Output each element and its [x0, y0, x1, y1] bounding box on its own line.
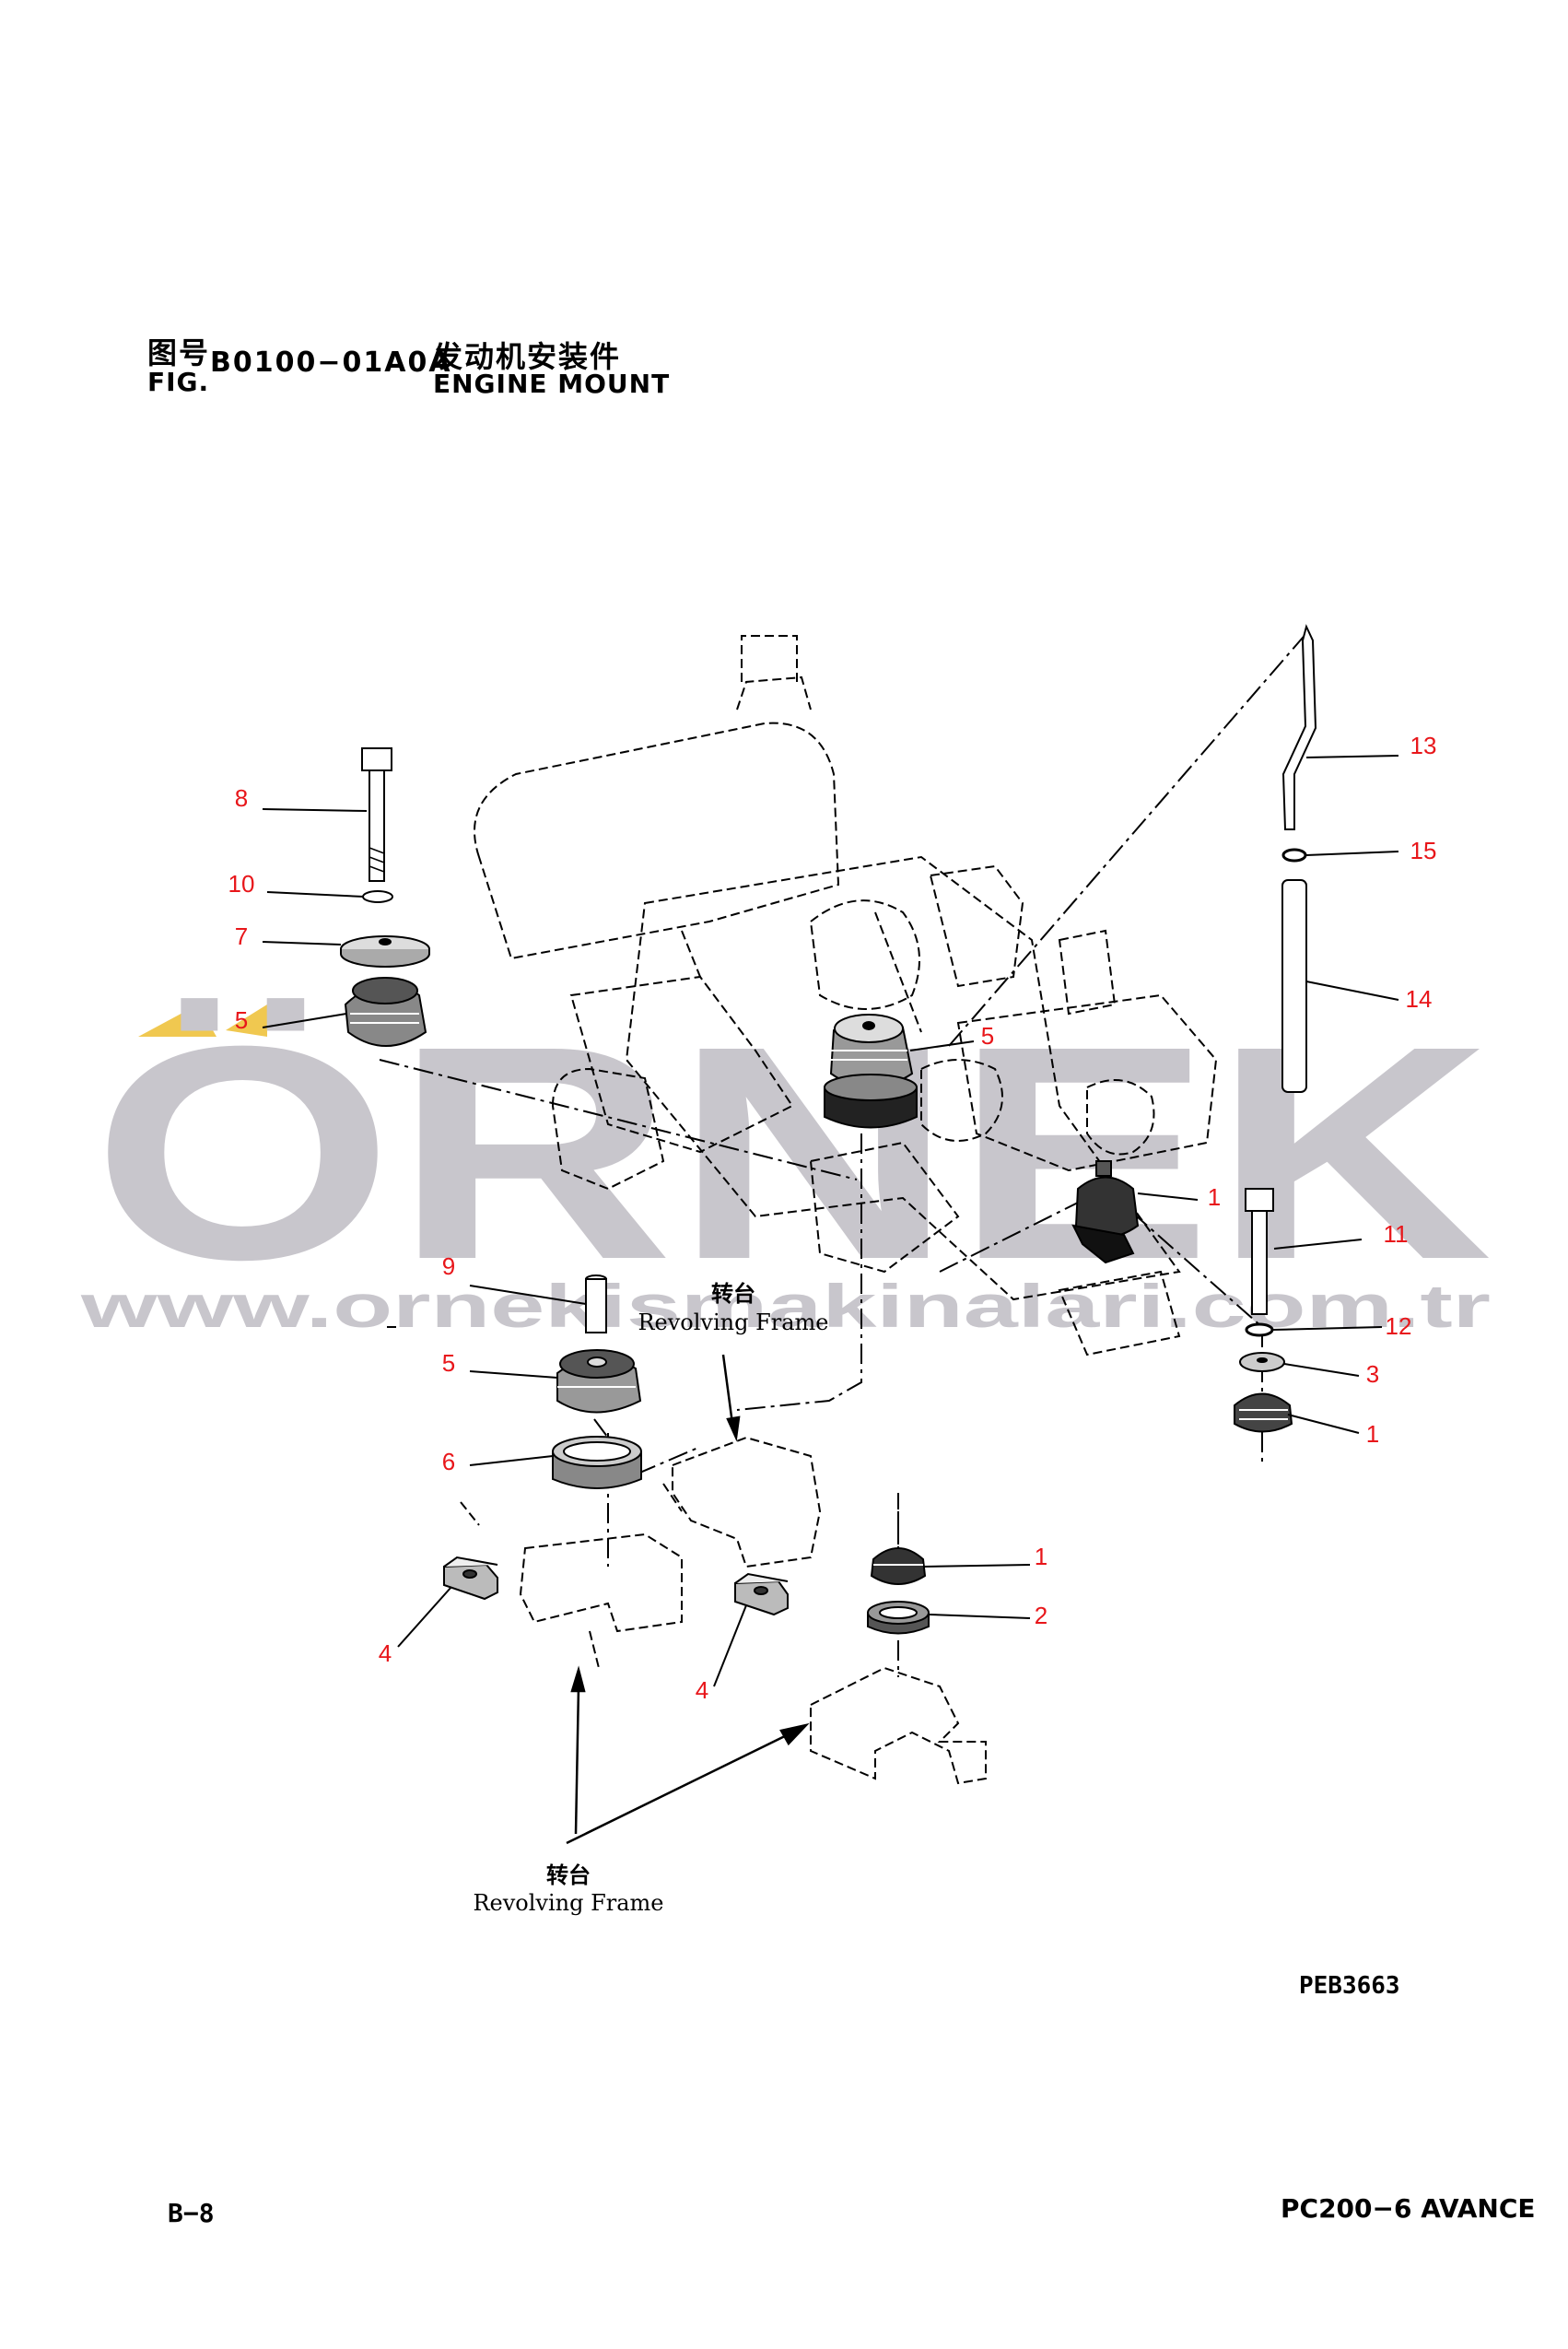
figure-label-en: FIG.: [147, 367, 210, 397]
stopper-part-4-right: [734, 1572, 789, 1616]
callout-12: 12: [1386, 1312, 1412, 1340]
callout-1-upper: 1: [1208, 1183, 1221, 1211]
washer-part-12: [1245, 1322, 1274, 1337]
callout-11: 11: [1384, 1220, 1409, 1248]
rubber-mount-part-5-left: [344, 977, 427, 1047]
callout-4-left: 4: [379, 1639, 392, 1667]
callout-1-right: 1: [1366, 1420, 1379, 1448]
cup-part-6: [552, 1436, 642, 1489]
frame-label-cn-upper: 转台: [711, 1280, 755, 1307]
callout-14: 14: [1406, 985, 1433, 1013]
callout-6: 6: [442, 1448, 455, 1475]
callout-10: 10: [228, 870, 255, 898]
callout-5-left: 5: [235, 1006, 248, 1034]
washer-part-10: [362, 890, 393, 903]
frame-pointer-arrows: [566, 1354, 810, 1845]
figure-title-cn: 发动机安装件: [433, 339, 622, 374]
watermark-accent-left: [138, 1004, 216, 1037]
rubber-mount-part-1-lower: [870, 1547, 927, 1585]
stopper-part-4-left: [443, 1556, 498, 1601]
rubber-mount-part-1-upper: [1071, 1160, 1140, 1264]
figure-label-cn: 图号: [147, 335, 211, 370]
leader-lines: [262, 755, 1399, 1687]
callout-numbers: 8 10 7 5 5 1 13 15 14 11 12 3 1 9 5 6 1 …: [228, 732, 1437, 1704]
rubber-mount-part-5-lower: [556, 1349, 642, 1414]
callout-9: 9: [442, 1252, 455, 1280]
callout-5-center: 5: [981, 1022, 994, 1050]
rubber-mount-part-1-right: [1234, 1392, 1293, 1433]
callout-3: 3: [1366, 1360, 1379, 1388]
plate-part-7: [340, 935, 430, 968]
revolving-frame-labels: 转台 Revolving Frame 转台 Revolving Frame: [473, 1280, 828, 1916]
tube-part-14: [1281, 879, 1307, 1093]
callout-2: 2: [1035, 1602, 1047, 1629]
callout-7: 7: [235, 922, 248, 950]
frame-label-en-lower: Revolving Frame: [473, 1890, 663, 1916]
watermark: ÖRNEK www.ornekismakinalari.com.tr: [79, 982, 1492, 1340]
callout-15: 15: [1410, 837, 1437, 864]
sleeve-part-9: [585, 1274, 607, 1333]
ring-part-15: [1281, 848, 1307, 863]
figure-title-en: ENGINE MOUNT: [433, 369, 671, 399]
callout-4-right: 4: [696, 1676, 708, 1704]
callout-5-lower: 5: [442, 1349, 455, 1377]
rod-part-13: [1281, 624, 1317, 830]
callout-13: 13: [1410, 732, 1437, 759]
plate-part-3: [1239, 1352, 1285, 1372]
figure-number: B0100−01A0A: [210, 346, 452, 379]
rubber-mount-part-5-center: [824, 1014, 918, 1129]
bolt-part-11: [1245, 1188, 1274, 1315]
revolving-frame-outline: [460, 1436, 987, 1785]
watermark-accent-right: [226, 1004, 267, 1037]
page-number: B−8: [168, 2198, 215, 2228]
assembly-axis-lines: [379, 630, 1309, 1677]
callout-8: 8: [235, 784, 248, 812]
bolt-part-8: [361, 747, 392, 882]
callout-1-lower: 1: [1035, 1543, 1047, 1570]
drawing-code: PEB3663: [1299, 1972, 1400, 2000]
cup-part-2: [867, 1601, 930, 1635]
frame-label-cn-lower: 转台: [546, 1862, 591, 1888]
frame-label-en-upper: Revolving Frame: [638, 1310, 828, 1335]
model-name: PC200−6 AVANCE: [1281, 2193, 1536, 2224]
